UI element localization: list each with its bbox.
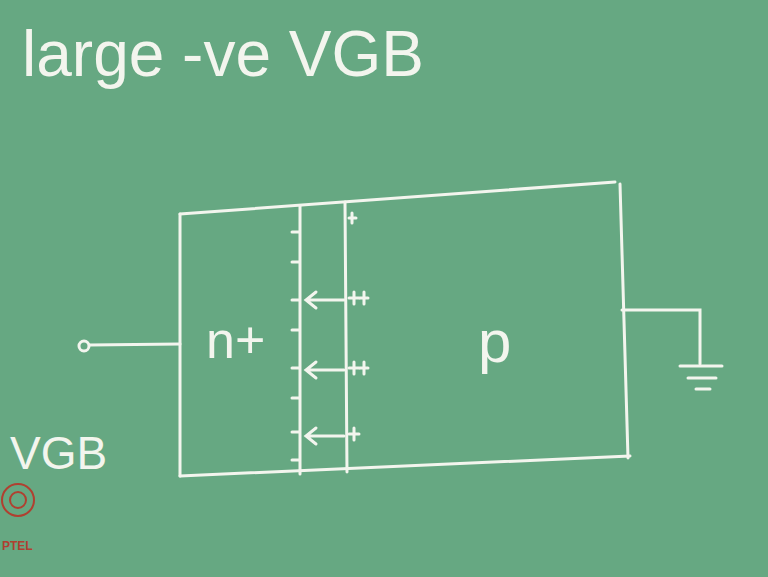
- body-top-edge: [180, 182, 615, 214]
- body-wire: [622, 310, 700, 364]
- region-label: p: [478, 312, 511, 372]
- ground-symbol: [680, 366, 722, 389]
- field-arrows: [306, 292, 344, 444]
- nptel-logo: [2, 484, 34, 516]
- body-right-edge: [620, 184, 628, 458]
- body-bottom-edge: [180, 456, 630, 476]
- title-text: large -ve VGB: [22, 22, 424, 86]
- depletion-edge-p: [345, 202, 347, 472]
- depletion-edge-n: [299, 206, 302, 474]
- region-label: n+: [206, 314, 265, 366]
- negative-charges: [292, 232, 299, 460]
- positive-charges: [349, 213, 368, 440]
- terminal-label: VGB: [10, 430, 107, 476]
- watermark: PTEL: [2, 540, 33, 552]
- gate-terminal: [79, 341, 89, 351]
- gate-wire: [90, 344, 180, 345]
